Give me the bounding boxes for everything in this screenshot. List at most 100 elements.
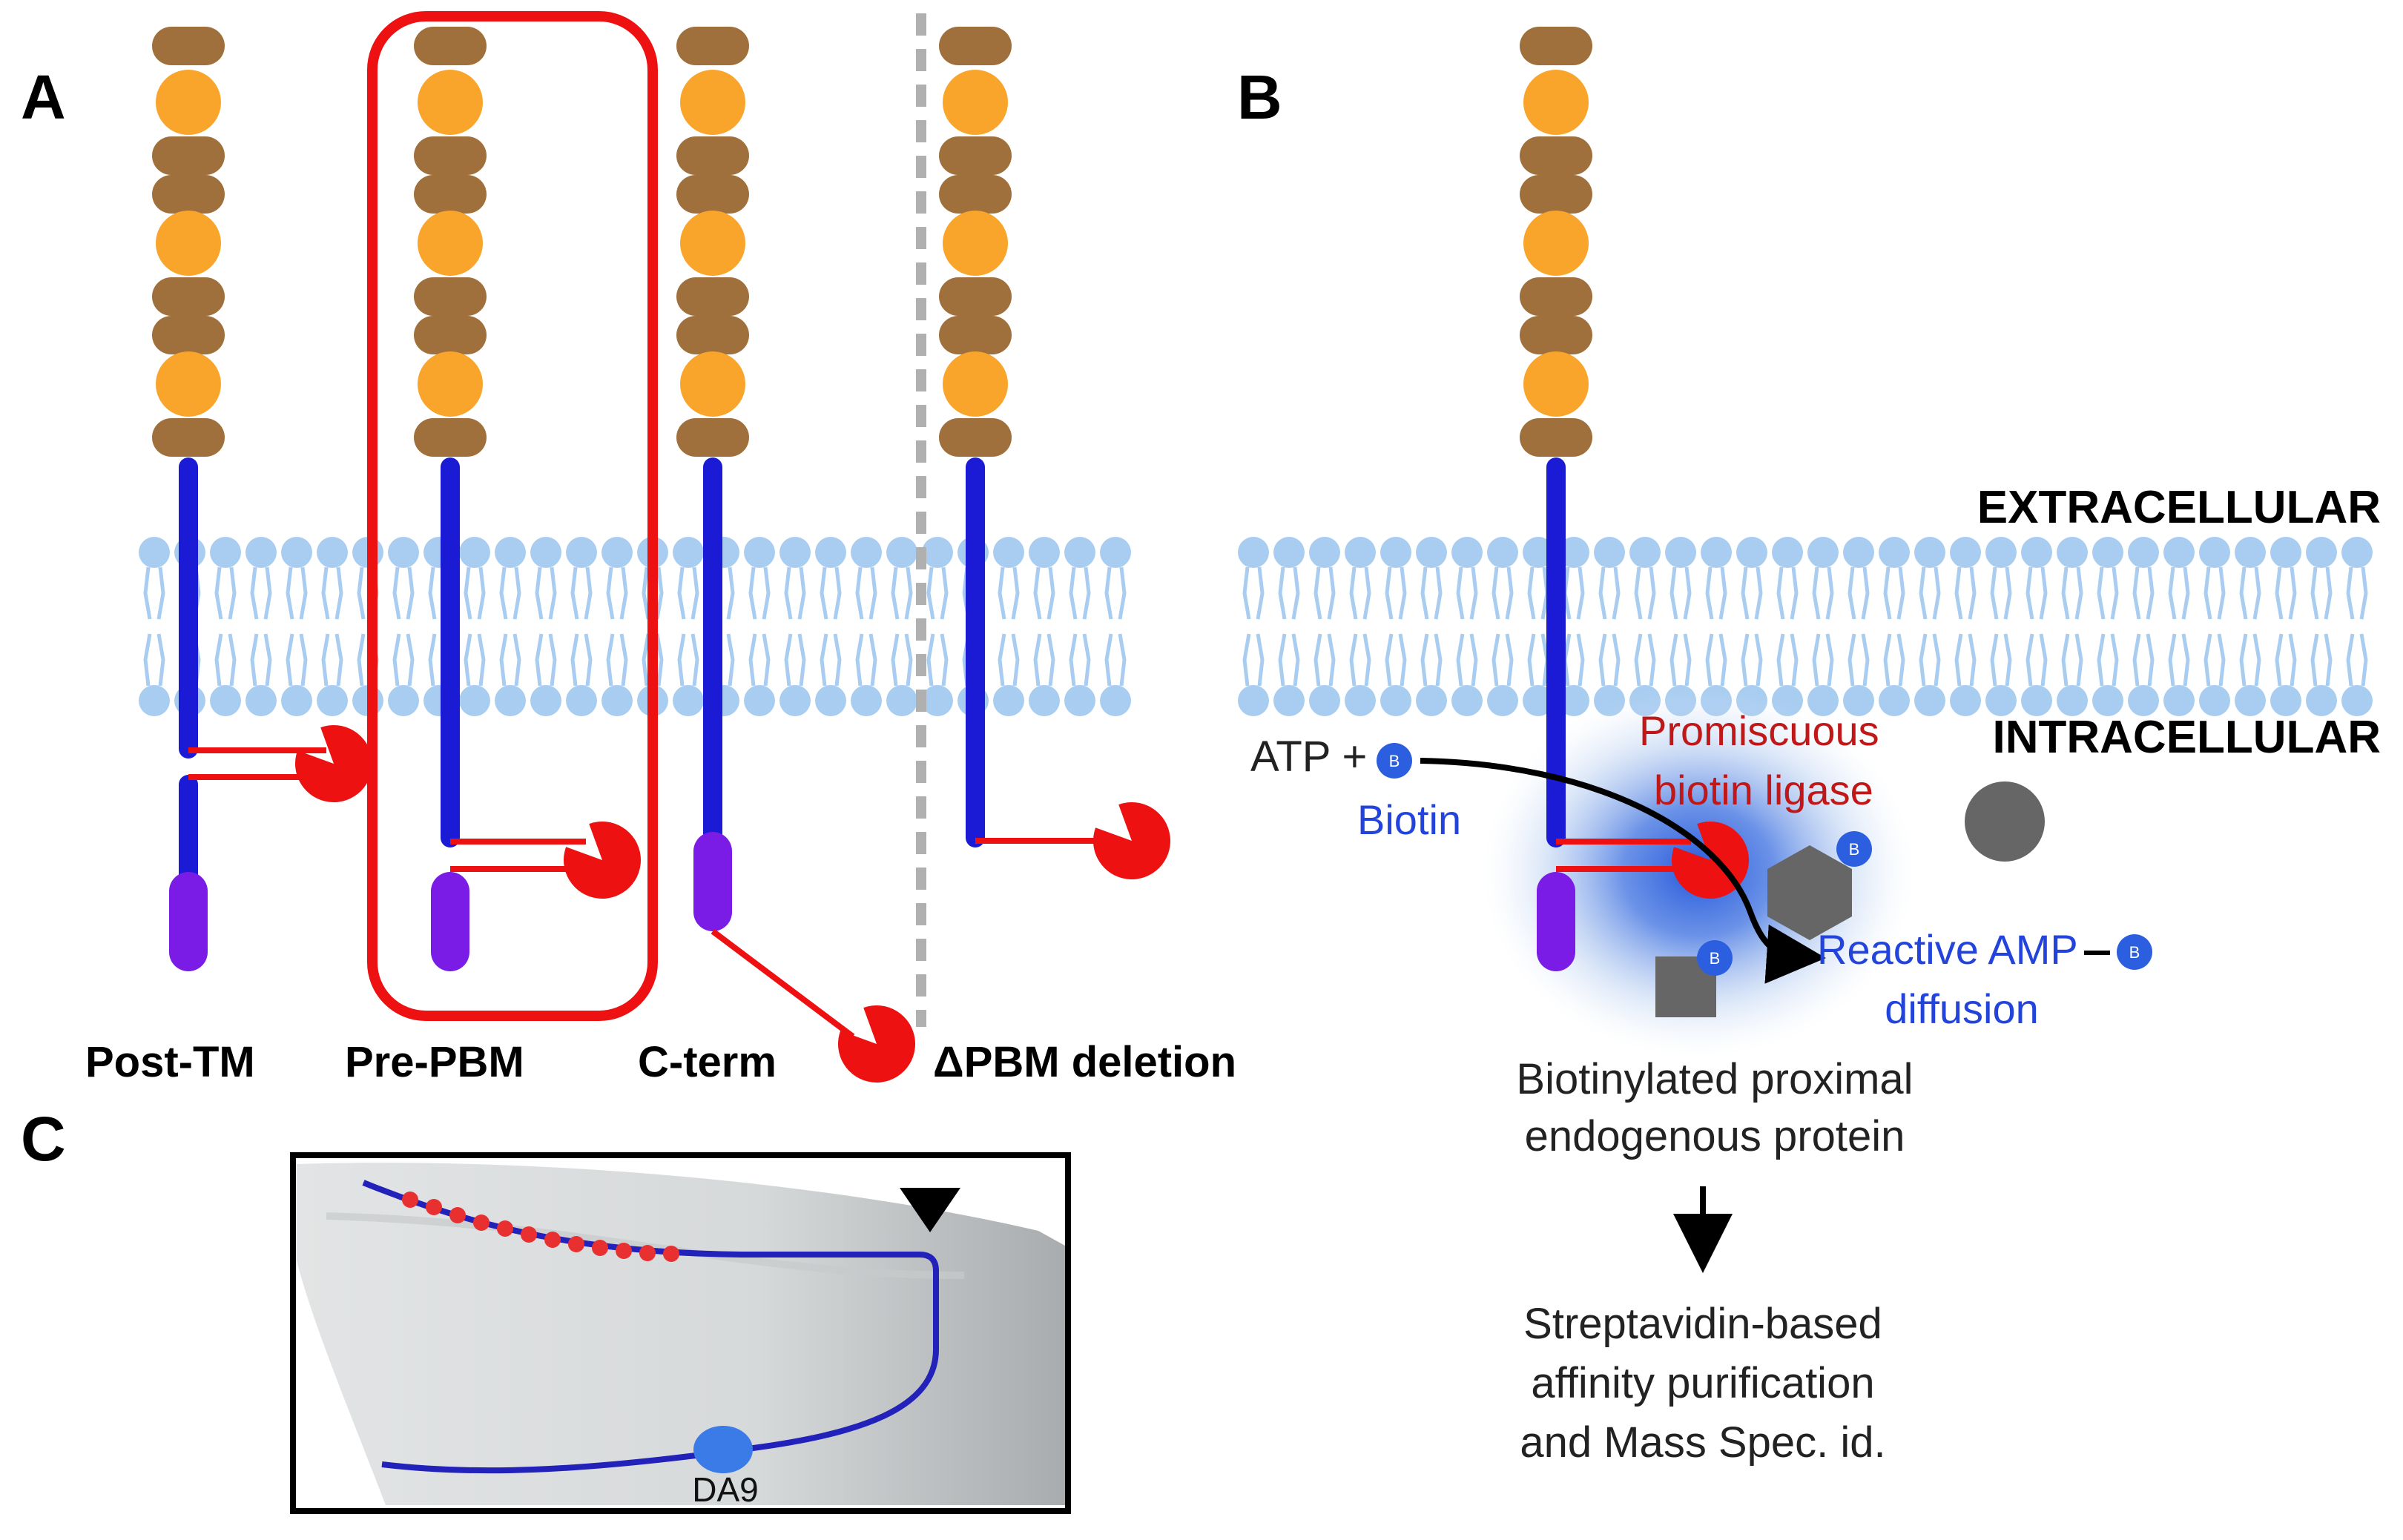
fn-domain	[1523, 211, 1589, 276]
lipid-pair	[815, 537, 846, 716]
biotinylated-label-line2: endogenous protein	[1525, 1112, 1905, 1160]
lipid-pair	[317, 537, 348, 716]
lipid-pair	[1772, 537, 1803, 716]
lipid-pair	[388, 537, 419, 716]
lipid-pair	[1629, 537, 1661, 716]
pbm-domain	[693, 832, 732, 931]
lipid-pair	[1345, 537, 1376, 716]
ig-domain	[414, 277, 487, 316]
fn-domain	[680, 70, 745, 135]
synaptic-punctum	[402, 1192, 418, 1208]
lipid-pair	[744, 537, 775, 716]
biotin-ligase-icon	[838, 1005, 915, 1083]
lipid-pair	[1309, 537, 1340, 716]
panel-a-letter: A	[21, 62, 66, 132]
ig-domain	[676, 418, 749, 457]
ig-domain	[1520, 277, 1592, 316]
lipid-pair	[673, 537, 704, 716]
fn-domain	[680, 211, 745, 276]
lipid-pair	[601, 537, 633, 716]
worm-image-panel: DA9	[290, 1152, 1071, 1514]
lipid-pair	[1416, 537, 1447, 716]
panel-b-letter: B	[1237, 62, 1282, 132]
arrowhead-marker-icon	[900, 1188, 960, 1232]
fn-domain	[943, 211, 1008, 276]
lipid-bilayer-b	[1238, 537, 2373, 716]
synaptic-punctum	[663, 1246, 679, 1262]
biotin-badge-icon: B	[1377, 743, 1412, 779]
construct-post-tm	[169, 457, 373, 971]
synaptic-punctum	[426, 1199, 442, 1215]
amp-label-line2: diffusion	[1885, 985, 2039, 1032]
synaptic-puncta	[402, 1192, 679, 1262]
fn-domain	[418, 211, 483, 276]
lipid-pair	[210, 537, 241, 716]
pbm-domain-b	[1537, 872, 1575, 971]
worm-tissue	[297, 1163, 1065, 1505]
fn-domain	[943, 70, 1008, 135]
strep-label-line1: Streptavidin-based	[1523, 1300, 1882, 1348]
construct-c-term	[693, 457, 915, 1083]
svg-text:B: B	[2129, 943, 2140, 962]
ig-domain	[414, 175, 487, 214]
biotin-label: Biotin	[1357, 796, 1461, 843]
lipid-pair	[2341, 537, 2373, 716]
ig-domain	[1520, 136, 1592, 175]
ig-domain	[676, 136, 749, 175]
strep-label-line3: and Mass Spec. id.	[1520, 1418, 1885, 1467]
synaptic-punctum	[639, 1245, 656, 1261]
synaptic-punctum	[544, 1232, 561, 1248]
biotin-badge-icon: B	[2117, 934, 2152, 970]
ig-domain	[939, 175, 1012, 214]
ig-domain	[1520, 27, 1592, 65]
lipid-pair	[1843, 537, 1874, 716]
synaptic-punctum	[497, 1220, 513, 1237]
ig-domain	[1520, 316, 1592, 354]
lipid-pair	[1594, 537, 1625, 716]
lipid-pair	[530, 537, 561, 716]
distal-protein-circle	[1965, 781, 2045, 862]
construct-delta-pbm	[966, 457, 1171, 879]
lipid-pair	[1380, 537, 1411, 716]
synaptic-punctum	[592, 1240, 608, 1256]
svg-text:B: B	[1849, 840, 1860, 859]
synaptic-punctum	[568, 1236, 584, 1252]
panel-c-letter: C	[21, 1104, 66, 1174]
lipid-pair	[245, 537, 277, 716]
lipid-pair	[495, 537, 526, 716]
lipid-pair	[2199, 537, 2230, 716]
label-c-term: C-term	[638, 1038, 777, 1086]
synaptic-punctum	[449, 1207, 466, 1223]
construct-pre-pbm	[431, 457, 642, 971]
fn-domain	[1523, 351, 1589, 417]
ig-domain	[1520, 175, 1592, 214]
fn-domain	[156, 351, 221, 417]
fn-domain	[418, 351, 483, 417]
lipid-pair	[779, 537, 811, 716]
extracellular-domains	[152, 27, 1592, 457]
reaction-arrow	[1420, 758, 1826, 984]
lipid-pair	[459, 537, 490, 716]
ig-domain	[676, 277, 749, 316]
ig-domain	[414, 27, 487, 65]
lipid-pair	[1100, 537, 1131, 716]
svg-text:B: B	[1710, 949, 1721, 968]
biotin-badge-icon: B	[1836, 831, 1872, 867]
lipid-pair	[2092, 537, 2123, 716]
lipid-pair	[993, 537, 1024, 716]
ig-domain	[676, 175, 749, 214]
lipid-pair	[2270, 537, 2301, 716]
synaptic-punctum	[473, 1215, 490, 1231]
fn-domain	[156, 211, 221, 276]
lipid-pair	[886, 537, 917, 716]
proximal-protein-hexagon	[1767, 845, 1852, 940]
ig-domain	[939, 316, 1012, 354]
ig-domain	[152, 136, 225, 175]
lipid-pair	[2163, 537, 2195, 716]
linker	[711, 928, 855, 1040]
lipid-pair	[1273, 537, 1305, 716]
da9-neurite	[362, 1180, 939, 1474]
synaptic-punctum	[616, 1243, 632, 1259]
lipid-pair	[281, 537, 312, 716]
